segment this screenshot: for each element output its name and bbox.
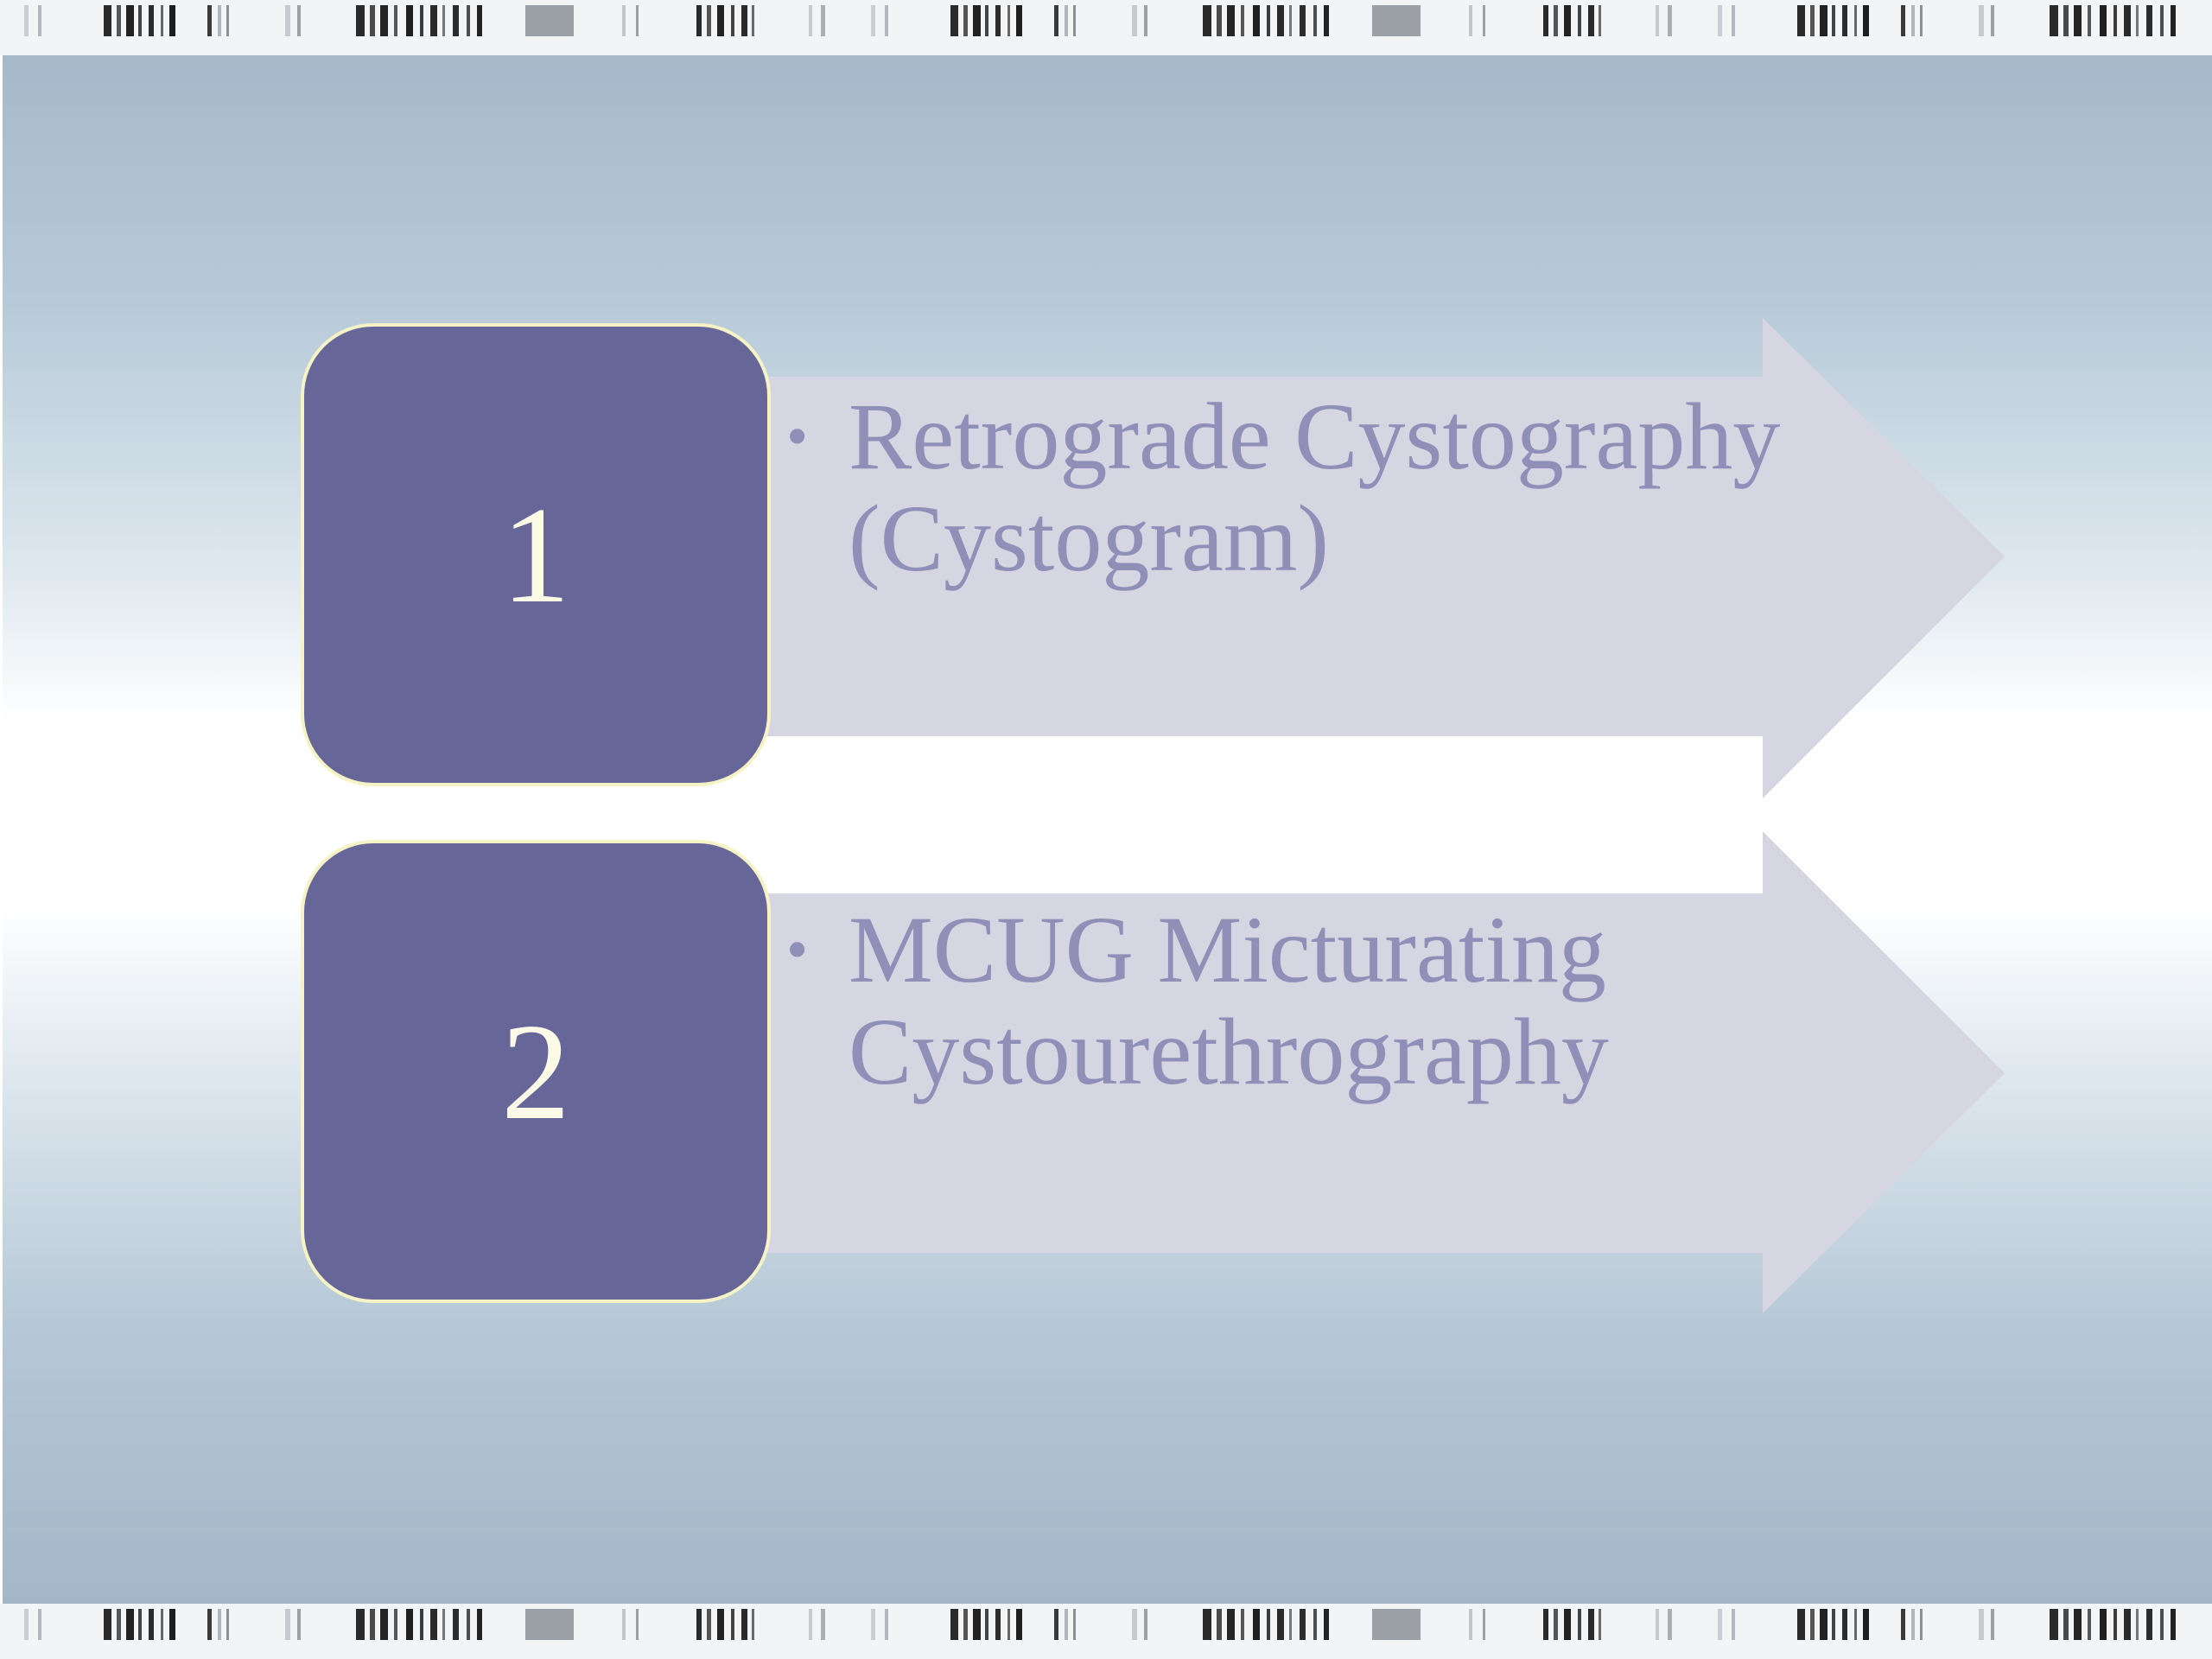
step-2-arrow [760,831,2005,1313]
gradient-backdrop [3,55,2212,1604]
bullet-icon: • [786,915,809,984]
barcode-stripes-top [24,5,2176,36]
step-2-number: 2 [501,995,570,1148]
step-1-text: Retrograde Cystography (Cystogram) [849,384,1781,591]
bullet-icon: • [786,402,809,471]
step-2-bullet-text-block: • MCUG Micturating Cystourethrography [786,897,1920,1104]
step-1-number: 1 [501,478,570,632]
step-2-text: MCUG Micturating Cystourethrography [849,897,1609,1104]
step-1-arrow [760,318,2005,798]
decorative-stripe-band-top [0,0,2212,55]
barcode-stripes-bottom [24,1609,2176,1640]
step-2-number-box: 2 [301,840,771,1303]
step-1-number-box: 1 [301,323,771,786]
step-1-bullet-text-block: • Retrograde Cystography (Cystogram) [786,384,1920,591]
decorative-stripe-band-bottom [0,1604,2212,1659]
